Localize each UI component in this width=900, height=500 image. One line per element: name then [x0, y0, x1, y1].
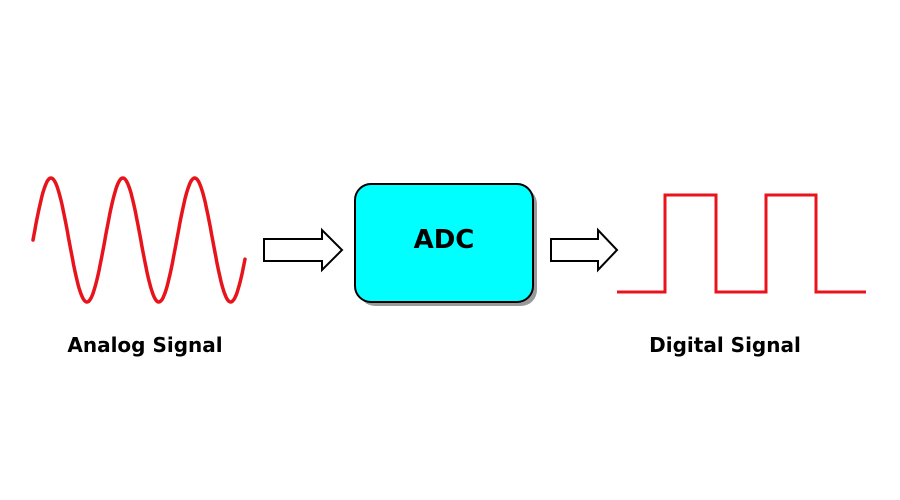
- analog-signal-label: Analog Signal: [67, 333, 223, 357]
- digital-signal-label: Digital Signal: [649, 333, 801, 357]
- arrow-analog-to-adc: [263, 227, 344, 273]
- digital-signal-wave: [617, 193, 866, 294]
- adc-box: [354, 183, 534, 303]
- analog-signal-wave: [31, 176, 247, 304]
- arrow-adc-to-digital: [550, 227, 619, 273]
- adc-box-label: ADC: [414, 225, 475, 255]
